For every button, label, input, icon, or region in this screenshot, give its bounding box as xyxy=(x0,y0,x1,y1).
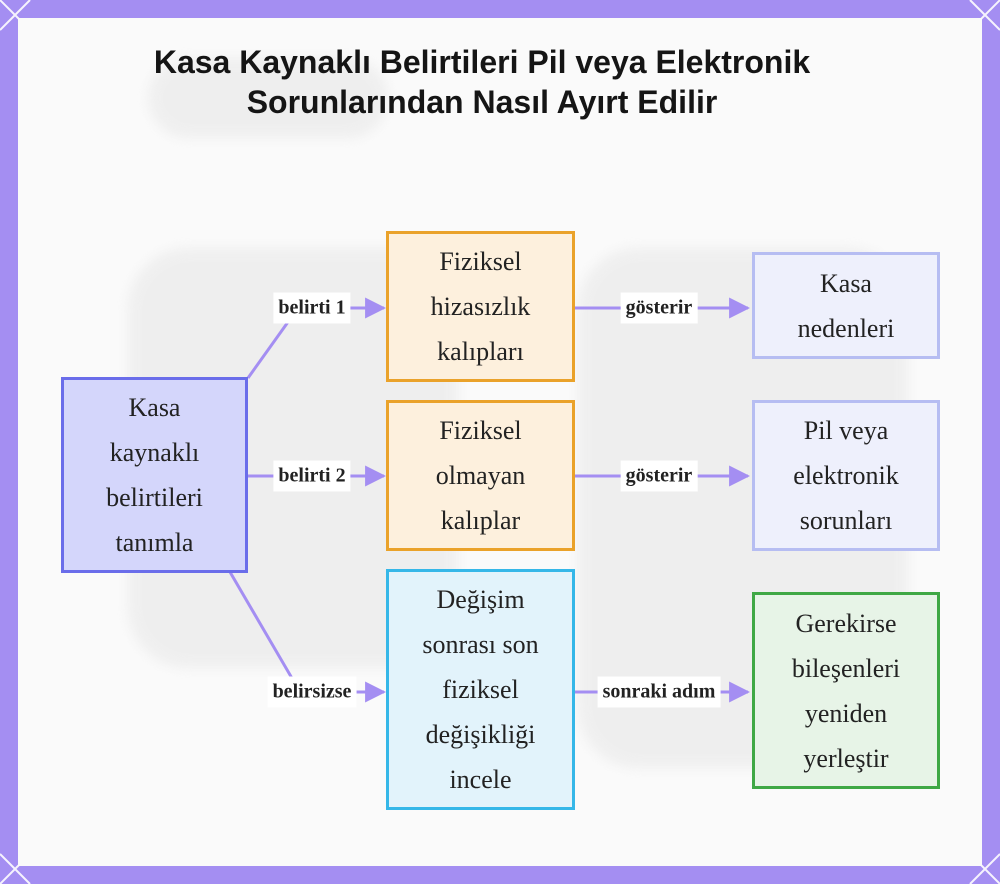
edge-label-next-step: sonraki adım xyxy=(597,676,721,708)
edge-label-shows1: gösterir xyxy=(620,292,698,324)
node-battery-issues: Pil veya elektronik sorunları xyxy=(752,400,940,551)
node-inspect-change: Değişim sonrası son fiziksel değişikliği… xyxy=(386,569,575,810)
diagram-title: Kasa Kaynaklı Belirtileri Pil veya Elekt… xyxy=(153,44,811,120)
edge-label-unclear: belirsizse xyxy=(267,676,357,708)
node-case-causes: Kasa nedenleri xyxy=(752,252,940,359)
background-blur-shape xyxy=(148,58,388,138)
node-nonphysical-patterns: Fiziksel olmayan kalıplar xyxy=(386,400,575,551)
node-physical-patterns: Fiziksel hizasızlık kalıpları xyxy=(386,231,575,382)
edge-label-shows2: gösterir xyxy=(620,460,698,492)
node-reseat: Gerekirse bileşenleri yeniden yerleştir xyxy=(752,592,940,789)
edge-unclear xyxy=(228,571,387,703)
node-start: Kasa kaynaklı belirtileri tanımla xyxy=(61,377,248,573)
edge-label-symptom1: belirti 1 xyxy=(273,292,351,324)
edge-label-symptom2: belirti 2 xyxy=(273,460,351,492)
